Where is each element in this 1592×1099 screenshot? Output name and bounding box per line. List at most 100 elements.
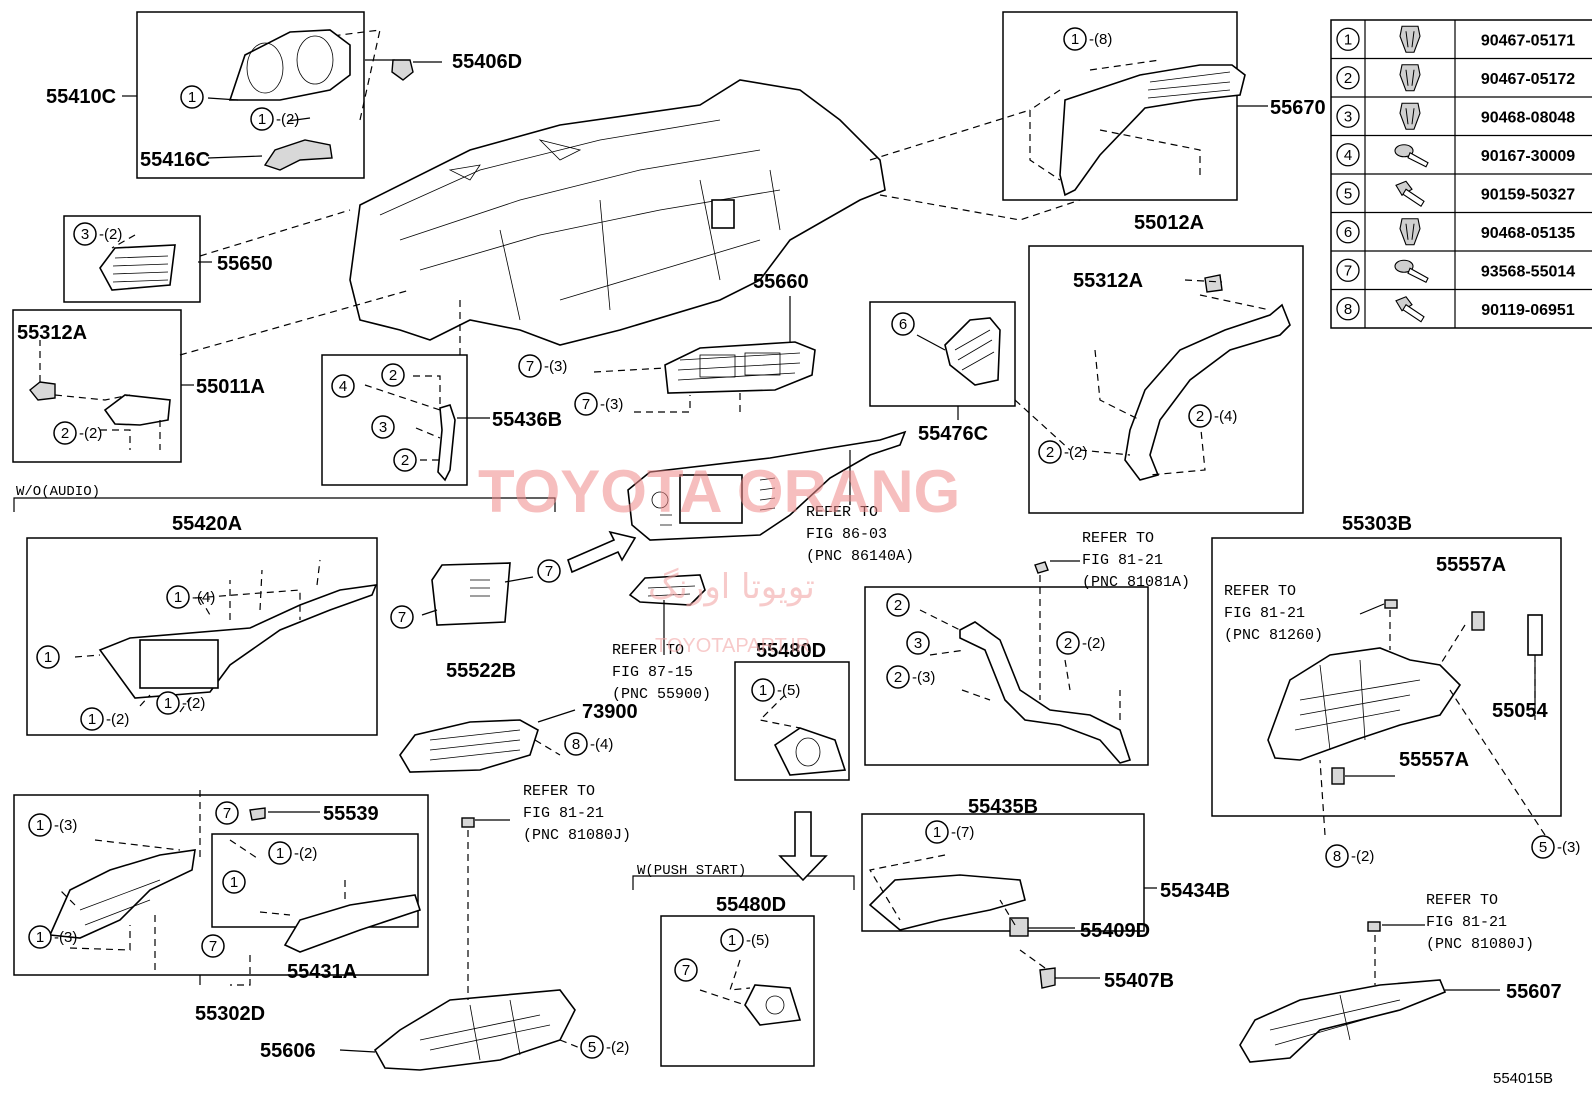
svg-text:1: 1 <box>230 874 238 891</box>
lead-dash-55011a <box>179 289 411 356</box>
fastener-no: 4 <box>1344 147 1352 164</box>
svg-text:FIG 87-15: FIG 87-15 <box>612 664 693 681</box>
callout-c3-a: 3 <box>371 415 395 439</box>
label-55522b: 55522B <box>446 660 516 682</box>
refer-87-15: REFER TO FIG 87-15 (PNC 55900) <box>612 642 711 703</box>
fastener-no: 5 <box>1344 185 1352 202</box>
screw-icon <box>1394 144 1429 168</box>
callout-c7-a: 7 <box>390 605 414 629</box>
svg-text:1: 1 <box>44 649 52 666</box>
arrow-indicator <box>567 530 637 574</box>
fastener-no: 2 <box>1344 70 1352 87</box>
callout-c1-2-d: 1-(2) <box>268 841 317 865</box>
callout-c3-2: 3-(2) <box>73 222 122 246</box>
fastener-part-no: 90468-08048 <box>1481 109 1575 126</box>
label-55435b: 55435B <box>968 796 1038 818</box>
fastener-row: 3 90468-08048 <box>1331 96 1592 130</box>
frame-55436b <box>321 354 468 486</box>
glove-box-55303b <box>1267 599 1543 785</box>
frame-55011a <box>12 309 182 463</box>
center-panel-55420a <box>98 584 378 699</box>
refer-86-03: REFER TO FIG 86-03 (PNC 86140A) <box>806 504 914 565</box>
label-55406d: 55406D <box>452 51 522 73</box>
svg-text:1: 1 <box>1071 31 1079 48</box>
label-55660: 55660 <box>753 271 809 293</box>
fastener-part-no: 93568-55014 <box>1481 263 1575 280</box>
side-panel-55435b <box>959 561 1132 764</box>
center-panel-assembly <box>627 430 907 606</box>
panel-55670 <box>1059 64 1246 197</box>
label-55480d-bot: 55480D <box>716 894 786 916</box>
callout-c7-3-b: 7-(3) <box>574 392 623 416</box>
svg-text:1: 1 <box>188 89 196 106</box>
svg-text:3: 3 <box>81 226 89 243</box>
svg-text:FIG 81-21: FIG 81-21 <box>1224 605 1305 622</box>
bracket-55476c <box>944 317 1001 386</box>
svg-text:1: 1 <box>164 695 172 712</box>
svg-text:2: 2 <box>389 367 397 384</box>
center-register-55660 <box>664 341 816 394</box>
callout-c1-7: 1-(7) <box>925 820 974 844</box>
watermark-main: TOYOTA ORANG <box>478 458 960 525</box>
svg-text:1: 1 <box>36 817 44 834</box>
svg-text:-(3): -(3) <box>544 358 567 375</box>
callout-c2-2-b: 2-(2) <box>1038 440 1087 464</box>
fastener-no: 1 <box>1344 31 1352 48</box>
arrow-up-indicator <box>778 811 828 882</box>
label-55416c: 55416C <box>140 149 210 171</box>
svg-text:-(2): -(2) <box>1351 848 1374 865</box>
callout-c1-8: 1-(8) <box>1063 27 1112 51</box>
label-55302d: 55302D <box>195 1003 265 1025</box>
label-55303b: 55303B <box>1342 513 1412 535</box>
svg-text:-(3): -(3) <box>1557 839 1580 856</box>
svg-text:1: 1 <box>258 111 266 128</box>
cover-55480d-bot <box>744 984 802 1026</box>
fastener-no: 6 <box>1344 224 1352 241</box>
bracket-55434b <box>868 874 1056 989</box>
svg-text:1: 1 <box>759 682 767 699</box>
frame-55480d-top <box>734 661 850 781</box>
svg-text:1: 1 <box>728 932 736 949</box>
svg-text:FIG 81-21: FIG 81-21 <box>1082 552 1163 569</box>
callout-c5-2: 5-(2) <box>580 1035 629 1059</box>
fastener-row: 4 90167-30009 <box>1331 134 1592 168</box>
label-55480d-top: 55480D <box>756 640 826 662</box>
fastener-part-no: 90119-06951 <box>1481 302 1575 319</box>
refer-81-21-81080j-right: REFER TO FIG 81-21 (PNC 81080J) <box>1426 892 1534 953</box>
label-55054: 55054 <box>1492 700 1548 722</box>
fastener-part-no: 90167-30009 <box>1481 148 1575 165</box>
callout-c2-d: 2 <box>886 593 910 617</box>
label-55650: 55650 <box>217 253 273 275</box>
fastener-no: 3 <box>1344 108 1352 125</box>
svg-text:FIG 86-03: FIG 86-03 <box>806 526 887 543</box>
clip-icon <box>1399 64 1421 92</box>
label-55436b: 55436B <box>492 409 562 431</box>
svg-text:-(5): -(5) <box>746 932 769 949</box>
side-panel-55012a <box>1124 274 1291 481</box>
refer-81-21-81260: REFER TO FIG 81-21 (PNC 81260) <box>1224 583 1323 644</box>
svg-text:-(3): -(3) <box>912 669 935 686</box>
svg-text:2: 2 <box>1064 635 1072 652</box>
fastener-no: 8 <box>1344 301 1352 318</box>
svg-text:-(2): -(2) <box>1064 444 1087 461</box>
svg-text:FIG 81-21: FIG 81-21 <box>1426 914 1507 931</box>
label-55607: 55607 <box>1506 981 1562 1003</box>
svg-text:-(4): -(4) <box>1214 408 1237 425</box>
frame-55434b <box>861 813 1145 932</box>
svg-text:-(4): -(4) <box>192 589 215 606</box>
clip-icon <box>1399 218 1421 246</box>
frame-55476c <box>869 301 1016 407</box>
callout-layer: 11-(2)3-(2)2-(2)42327-(3)7-(3)1-(8)62-(2… <box>28 27 1580 1059</box>
svg-text:(PNC 86140A): (PNC 86140A) <box>806 548 914 565</box>
callout-c1-a: 1 <box>180 85 204 109</box>
label-55539: 55539 <box>323 803 379 825</box>
instrument-panel-assembly <box>349 79 886 346</box>
callout-c1-4: 1 -(4) <box>166 585 215 609</box>
svg-text:(PNC 81081A): (PNC 81081A) <box>1082 574 1190 591</box>
svg-text:1: 1 <box>174 589 182 606</box>
svg-text:2: 2 <box>894 597 902 614</box>
svg-text:-(3): -(3) <box>54 929 77 946</box>
svg-text:(PNC 81080J): (PNC 81080J) <box>523 827 631 844</box>
frame-55012a <box>1028 245 1304 514</box>
